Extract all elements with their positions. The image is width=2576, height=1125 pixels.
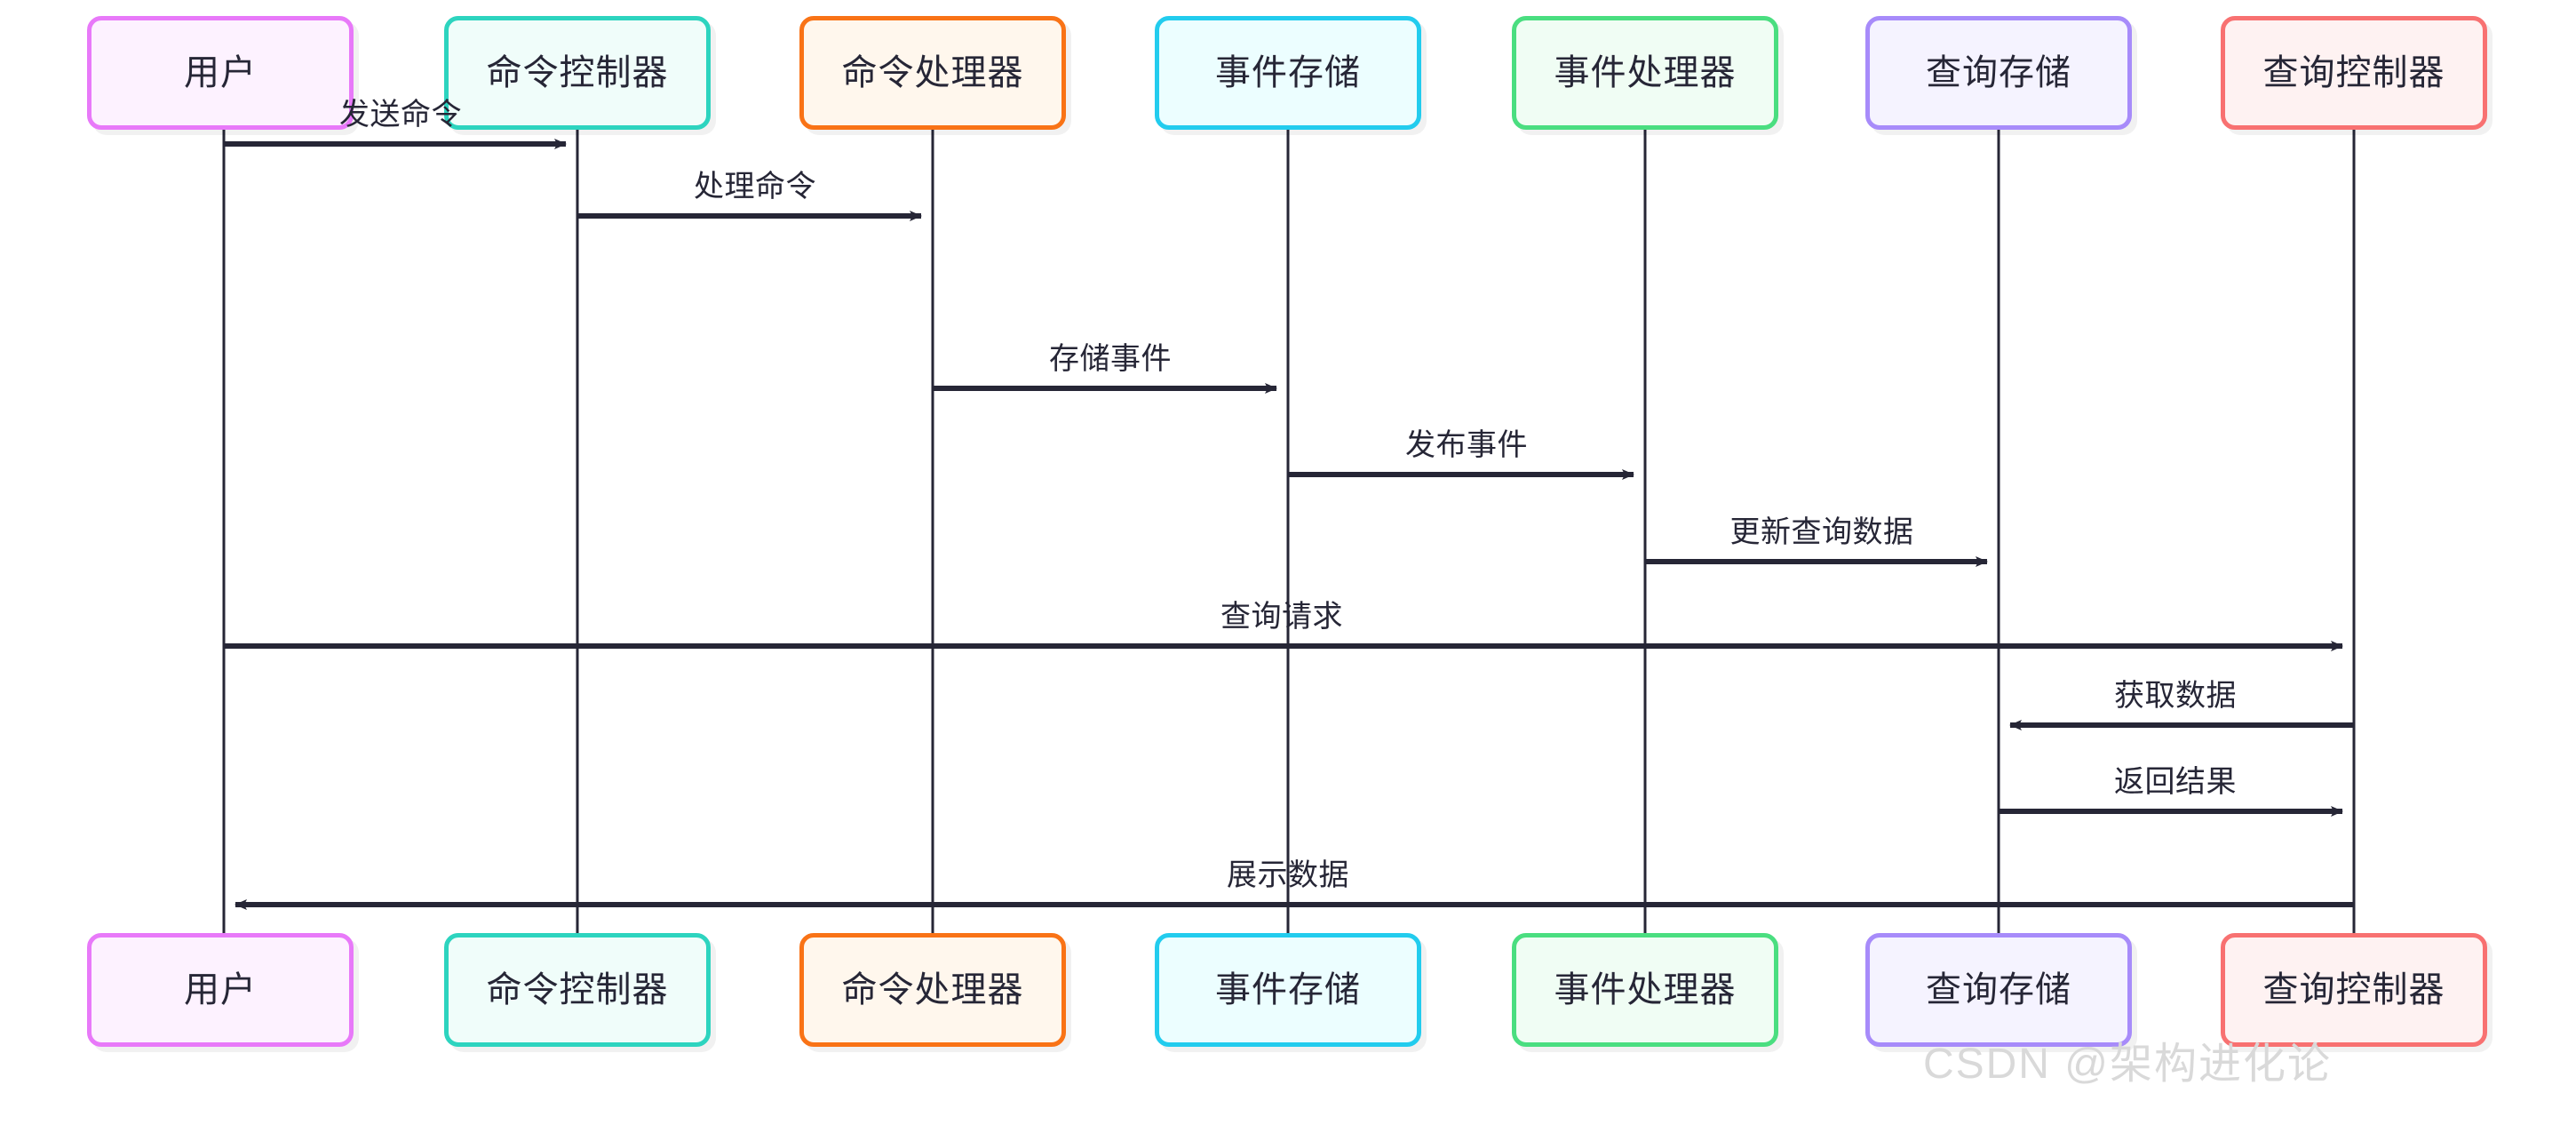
participant-box-user-top[interactable]: 用户 xyxy=(87,16,354,130)
participant-box-query-controller-bottom[interactable]: 查询控制器 xyxy=(2221,933,2487,1047)
participant-label-query-store: 查询存储 xyxy=(1926,53,2071,92)
participant-label-command-handler: 命令处理器 xyxy=(841,53,1024,92)
message-label-4: 更新查询数据 xyxy=(1729,515,1914,549)
participant-box-query-store-bottom[interactable]: 查询存储 xyxy=(1865,933,2132,1047)
participant-label-event-store: 事件存储 xyxy=(1215,53,1361,92)
message-label-6: 获取数据 xyxy=(2114,679,2237,713)
message-label-5: 查询请求 xyxy=(1220,600,1343,634)
participant-label-event-store: 事件存储 xyxy=(1215,970,1361,1009)
message-label-2: 存储事件 xyxy=(1049,342,1172,376)
message-arrows-group xyxy=(224,139,2354,910)
participant-box-query-controller-top[interactable]: 查询控制器 xyxy=(2221,16,2487,130)
participant-box-event-store-top[interactable]: 事件存储 xyxy=(1155,16,1421,130)
participant-label-user: 用户 xyxy=(184,53,257,92)
participant-box-event-handler-bottom[interactable]: 事件处理器 xyxy=(1512,933,1778,1047)
participant-box-command-handler-bottom[interactable]: 命令处理器 xyxy=(799,933,1066,1047)
participant-label-event-handler: 事件处理器 xyxy=(1554,970,1737,1009)
participant-label-command-controller: 命令控制器 xyxy=(486,970,669,1009)
participant-box-command-controller-top[interactable]: 命令控制器 xyxy=(444,16,711,130)
participant-label-query-store: 查询存储 xyxy=(1926,970,2071,1009)
lifelines-group xyxy=(222,130,2356,933)
participant-box-user-bottom[interactable]: 用户 xyxy=(87,933,354,1047)
participant-box-command-controller-bottom[interactable]: 命令控制器 xyxy=(444,933,711,1047)
participant-label-command-handler: 命令处理器 xyxy=(841,970,1024,1009)
participant-label-event-handler: 事件处理器 xyxy=(1554,53,1737,92)
message-label-0: 发送命令 xyxy=(339,98,462,132)
message-label-7: 返回结果 xyxy=(2114,765,2237,799)
message-label-3: 发布事件 xyxy=(1405,428,1528,462)
participant-box-event-handler-top[interactable]: 事件处理器 xyxy=(1512,16,1778,130)
participant-label-query-controller: 查询控制器 xyxy=(2262,970,2445,1009)
participant-box-query-store-top[interactable]: 查询存储 xyxy=(1865,16,2132,130)
message-label-1: 处理命令 xyxy=(694,170,816,203)
csdn-watermark: CSDN @架构进化论 xyxy=(1922,1041,2333,1088)
participant-box-event-store-bottom[interactable]: 事件存储 xyxy=(1155,933,1421,1047)
participant-label-command-controller: 命令控制器 xyxy=(486,53,669,92)
participant-label-query-controller: 查询控制器 xyxy=(2262,53,2445,92)
participant-label-user: 用户 xyxy=(184,970,257,1009)
participant-box-command-handler-top[interactable]: 命令处理器 xyxy=(799,16,1066,130)
message-label-8: 展示数据 xyxy=(1227,858,1349,892)
